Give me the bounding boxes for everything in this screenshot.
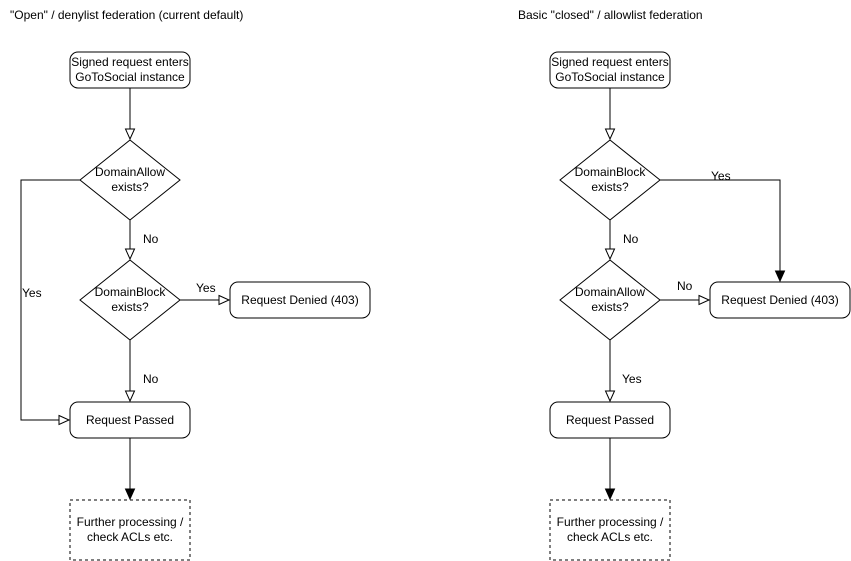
left-block-yes-label: Yes <box>196 281 216 295</box>
left-further-processing-label: Further processing / check ACLs etc. <box>76 515 184 544</box>
left-further-processing-box <box>69 499 191 561</box>
right-block-no-label: No <box>623 232 639 246</box>
right-allow-no-label: No <box>677 279 693 293</box>
left-chart-title: "Open" / denylist federation (current de… <box>10 8 244 22</box>
right-further-processing-label: Further processing / check ACLs etc. <box>556 515 664 544</box>
left-domain-allow-label: DomainAllow exists? <box>94 165 166 194</box>
left-request-passed-box <box>69 401 191 439</box>
left-start-label: Signed request enters GoToSocial instanc… <box>71 55 189 84</box>
right-request-denied-label: Request Denied (403) <box>721 292 839 307</box>
left-connector-allow-yes-to-passed <box>20 179 80 426</box>
right-request-denied-box <box>709 281 851 319</box>
left-domain-allow-diamond <box>79 139 181 221</box>
right-request-passed-box <box>549 401 671 439</box>
left-domain-block-diamond <box>79 259 181 341</box>
right-domain-allow-diamond <box>559 259 661 341</box>
right-allow-yes-label: Yes <box>622 372 642 386</box>
left-request-denied-box <box>229 281 371 319</box>
left-domain-block-label: DomainBlock exists? <box>94 285 166 314</box>
right-further-processing-box <box>549 499 671 561</box>
left-block-no-label: No <box>143 372 159 386</box>
left-request-passed-label: Request Passed <box>85 412 175 427</box>
left-allow-no-label: No <box>143 232 159 246</box>
right-start-label: Signed request enters GoToSocial instanc… <box>551 55 669 84</box>
right-chart-title: Basic "closed" / allowlist federation <box>518 8 703 22</box>
right-domain-block-diamond <box>559 139 661 221</box>
right-start-box <box>549 51 671 89</box>
left-start-box <box>69 51 191 89</box>
right-block-yes-label: Yes <box>711 169 731 183</box>
left-request-denied-label: Request Denied (403) <box>241 292 359 307</box>
right-request-passed-label: Request Passed <box>565 412 655 427</box>
right-domain-allow-label: DomainAllow exists? <box>574 285 646 314</box>
right-connector-block-yes-to-denied <box>660 179 786 283</box>
right-domain-block-label: DomainBlock exists? <box>574 165 646 194</box>
left-allow-yes-label: Yes <box>22 286 42 300</box>
